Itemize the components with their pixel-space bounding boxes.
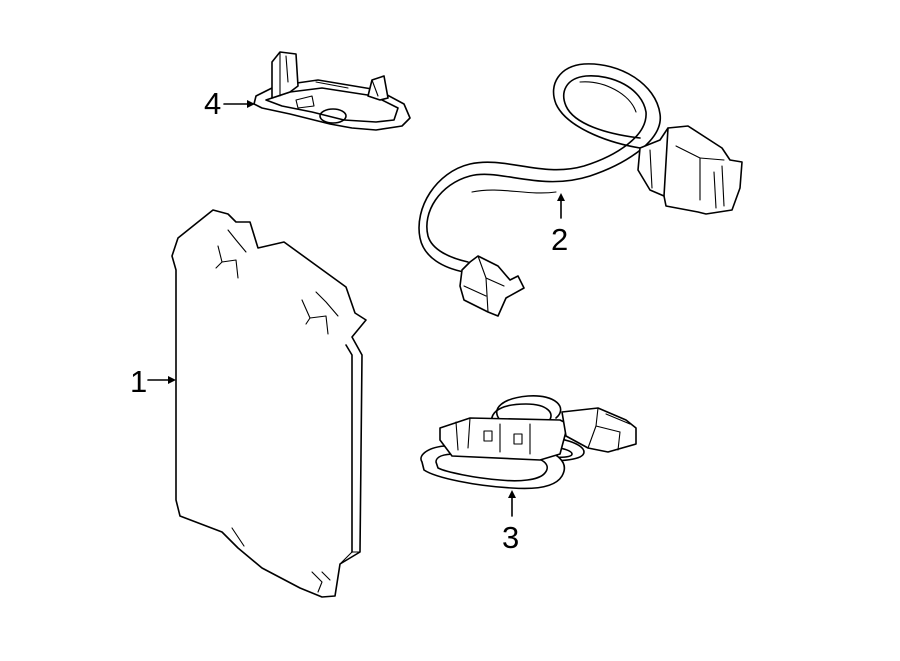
part-1-control-module [171, 209, 367, 598]
callout-label-1: 1 [130, 364, 147, 399]
callout-label-2: 2 [551, 222, 568, 257]
arrowhead-4 [247, 100, 255, 108]
callout-1: 1 [130, 364, 176, 399]
callout-2: 2 [551, 193, 568, 257]
callout-label-3: 3 [502, 520, 519, 555]
arrowhead-1 [168, 376, 176, 384]
part-3-bracket [420, 395, 637, 490]
callout-label-4: 4 [204, 86, 221, 121]
callout-3: 3 [502, 490, 519, 555]
callout-4: 4 [204, 86, 255, 121]
arrowhead-2 [557, 193, 565, 201]
part-4-mounting-plate [253, 51, 411, 131]
arrowhead-3 [508, 490, 516, 498]
part-2-wiring-harness [418, 63, 743, 317]
